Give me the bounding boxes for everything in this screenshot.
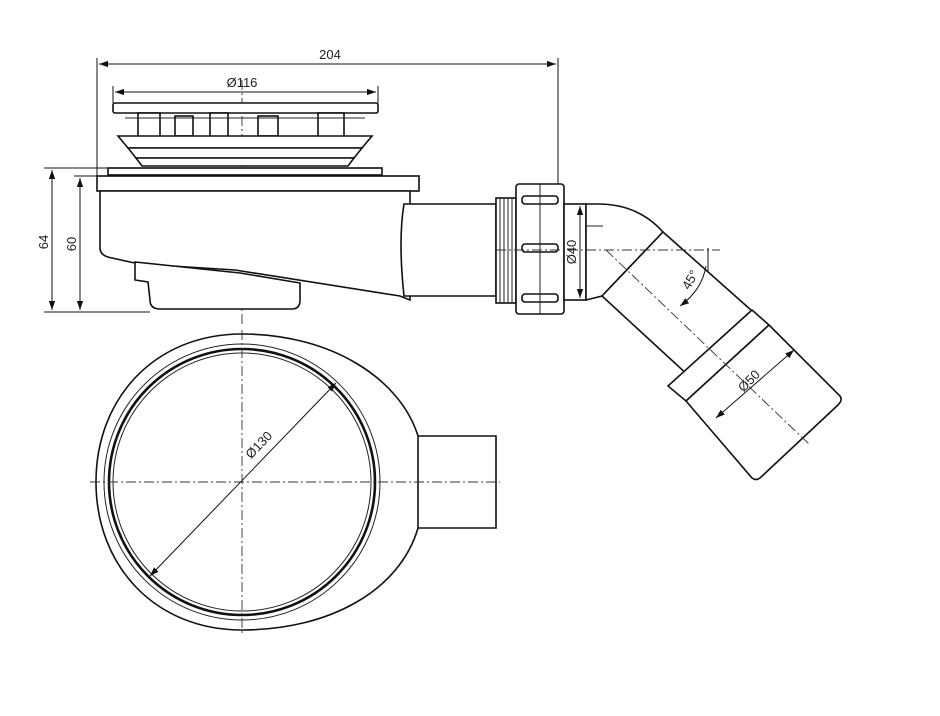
dimension-height-total-label: 64 bbox=[36, 235, 51, 249]
dimension-overall-width-label: 204 bbox=[319, 47, 341, 62]
dimension-outlet-diameter: Ø40 bbox=[564, 203, 586, 301]
dimension-outlet-diameter-label: Ø40 bbox=[564, 240, 579, 265]
drain-flange bbox=[96, 175, 420, 192]
side-view: 204 Ø116 64 60 Ø40 bbox=[36, 47, 842, 481]
dimension-grate-diameter-label: Ø116 bbox=[227, 75, 258, 90]
flange-rings bbox=[107, 135, 383, 176]
outlet-pipe bbox=[400, 203, 497, 297]
drain-body bbox=[99, 190, 411, 302]
dimension-height-total: 64 bbox=[36, 167, 150, 313]
union-nut bbox=[515, 183, 565, 315]
top-view: Ø130 bbox=[90, 330, 500, 634]
drain-sump bbox=[134, 261, 301, 310]
dimension-grate-diameter: Ø116 bbox=[112, 75, 379, 103]
dimension-overall-width: 204 bbox=[96, 47, 559, 184]
grate-cover bbox=[112, 102, 379, 138]
dimension-height-body: 60 bbox=[64, 175, 97, 310]
threaded-connector bbox=[495, 197, 517, 304]
dimension-height-body-label: 60 bbox=[64, 237, 79, 251]
